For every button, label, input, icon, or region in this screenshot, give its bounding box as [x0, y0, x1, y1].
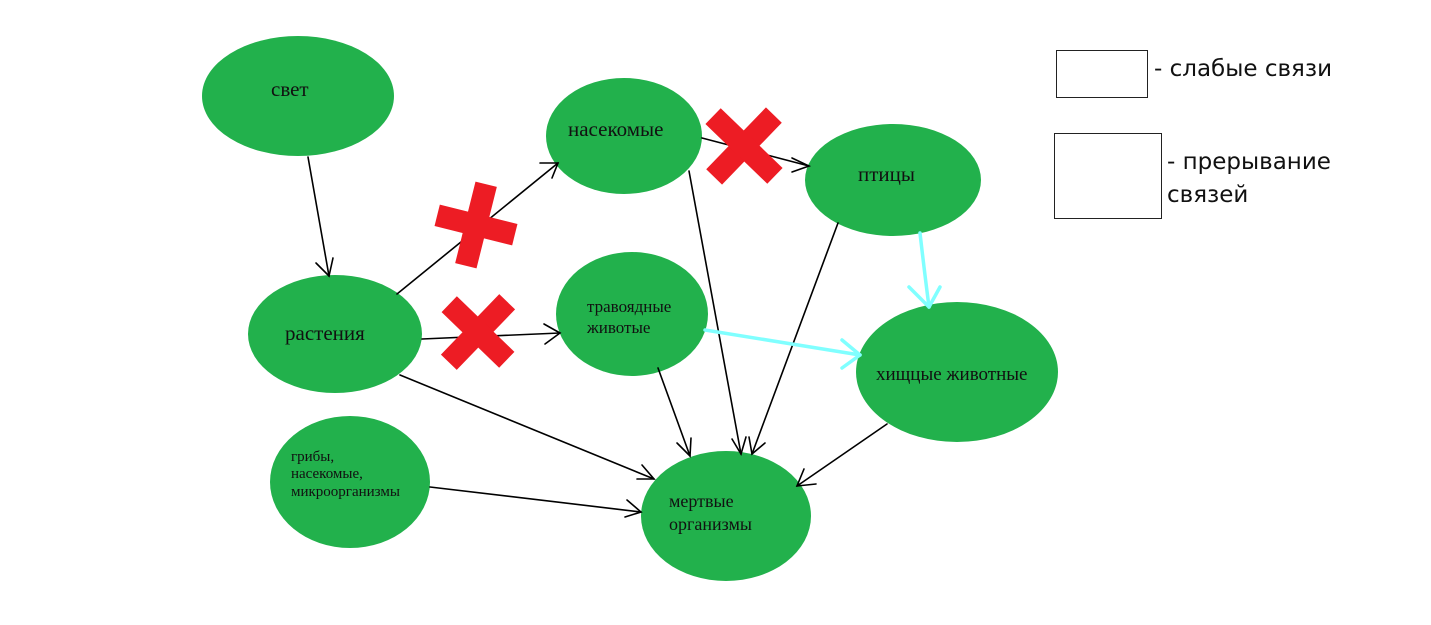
arrow-light-to-plants — [307, 156, 334, 278]
arrow-insects-to-dead — [688, 170, 747, 456]
broken-link-crosses — [434, 107, 783, 370]
weak-arrow-herbivores-to-predators — [703, 328, 862, 370]
legend-weak-links-box — [1056, 50, 1148, 98]
node-label-birds: птицы — [858, 162, 916, 186]
weak-arrow-birds-to-predators — [907, 231, 942, 309]
node-label-herbivores: травоядные животые — [587, 297, 672, 338]
node-birds — [805, 124, 981, 236]
weak-arrows — [703, 231, 942, 370]
node-label-light: свет — [271, 77, 309, 101]
node-label-insects: насекомые — [568, 117, 664, 141]
node-herbivores — [556, 252, 708, 376]
node-decomposers — [270, 416, 430, 548]
arrow-decomposers-to-dead — [429, 486, 643, 518]
node-dead-organisms — [641, 451, 811, 581]
arrow-birds-to-dead — [748, 222, 839, 456]
node-predators — [856, 302, 1058, 442]
cross-icon — [440, 294, 516, 370]
cross-icon — [705, 107, 783, 185]
node-plants — [248, 275, 422, 393]
legend-weak-links-text: - слабые связи — [1154, 56, 1333, 82]
arrow-predators-to-dead — [795, 423, 888, 487]
node-label-plants: растения — [285, 321, 365, 345]
node-light — [202, 36, 394, 156]
legend-broken-links-box — [1054, 133, 1162, 219]
cross-icon — [434, 181, 518, 269]
legend-broken-links-text: - прерывание связей — [1167, 149, 1331, 209]
arrow-plants-to-dead — [399, 374, 656, 480]
node-label-decomposers: грибы, насекомые, микроорганизмы — [291, 449, 400, 500]
node-label-dead-organisms: мертвые организмы — [669, 491, 752, 534]
node-insects — [546, 78, 702, 194]
arrow-herbivores-to-dead — [657, 367, 692, 458]
node-label-predators: хищцые животные — [876, 364, 1028, 385]
